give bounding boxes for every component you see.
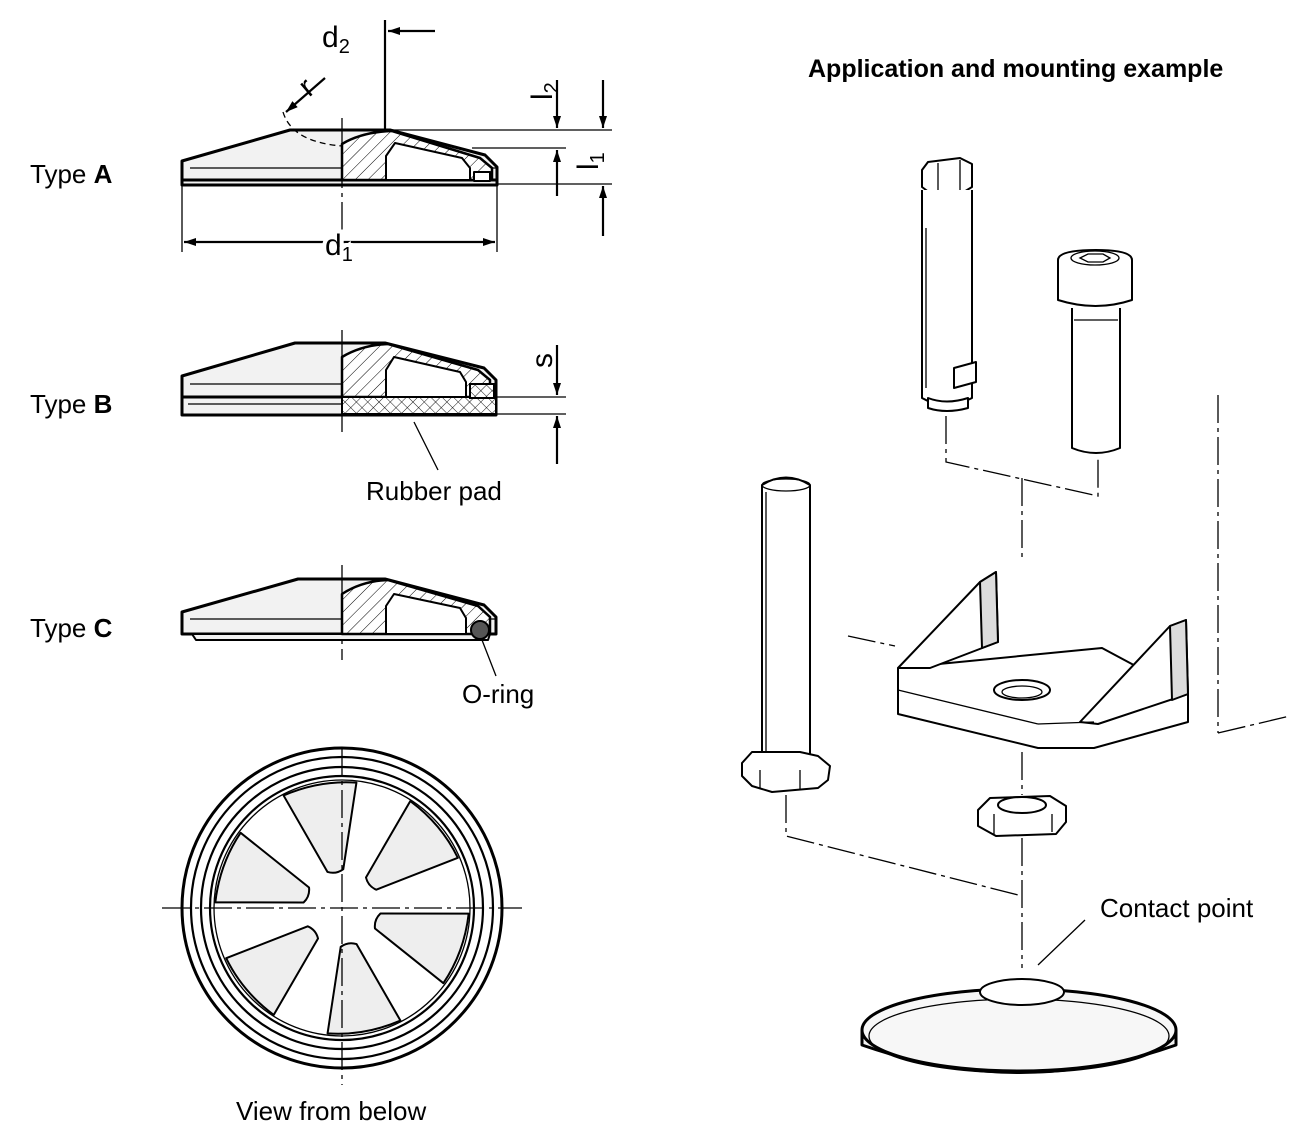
view-from-below: View from below xyxy=(162,746,522,1126)
view-from-below-label: View from below xyxy=(236,1096,426,1126)
hex-nut xyxy=(977,795,1067,837)
threaded-stud xyxy=(921,157,977,412)
type-a-section: Type A r d2 d1 l2 l1 xyxy=(30,20,612,270)
radius-leader xyxy=(285,77,326,113)
cap-screw xyxy=(1057,249,1133,454)
application-title: Application and mounting example xyxy=(808,55,1223,83)
dim-l1: l1 xyxy=(572,152,609,170)
type-c-label: Type C xyxy=(30,613,113,643)
o-ring-label: O-ring xyxy=(462,679,534,709)
dim-d2: d2 xyxy=(322,21,350,58)
type-c-section: Type C O-ring xyxy=(30,565,534,709)
wheel-pockets xyxy=(214,781,470,1035)
rubber-pad-section xyxy=(341,396,497,415)
type-b-section: Type B s Rubber pad xyxy=(30,330,566,506)
type-a-cavity xyxy=(385,142,471,181)
type-b-label: Type B xyxy=(30,389,112,419)
rubber-pad-label: Rubber pad xyxy=(366,476,502,506)
application-example: Application and mounting example xyxy=(741,55,1291,1074)
type-a-base xyxy=(180,178,499,187)
dim-s: s xyxy=(526,353,559,368)
long-stud xyxy=(741,476,831,793)
dim-d1: d1 xyxy=(325,229,353,266)
mounting-bracket xyxy=(897,571,1189,749)
o-ring-section xyxy=(470,620,490,640)
dim-r: r xyxy=(292,71,321,103)
dim-l2: l2 xyxy=(526,82,563,100)
type-a-label: Type A xyxy=(30,159,113,189)
contact-point-label: Contact point xyxy=(1100,893,1254,923)
leveling-pad xyxy=(860,978,1178,1074)
